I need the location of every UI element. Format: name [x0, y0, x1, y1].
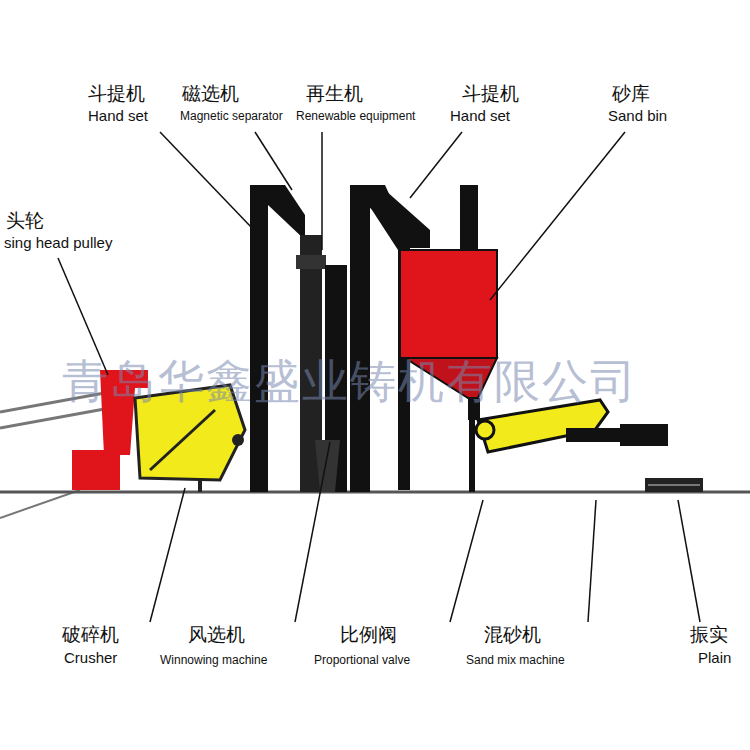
elevator-head: [385, 190, 430, 248]
leader-line: [410, 132, 462, 198]
leader-line: [678, 500, 700, 622]
part-name-zh: 斗提机: [462, 83, 519, 104]
winnowing-machine: [315, 440, 340, 492]
part-name-en: Sand mix machine: [466, 654, 565, 667]
part-name-zh: 混砂机: [484, 624, 541, 645]
part-name-zh: 斗提机: [88, 83, 145, 104]
leader-line: [150, 488, 185, 622]
leader-line: [321, 132, 323, 250]
mixer-outlet: [620, 424, 668, 446]
crusher-base: [72, 450, 120, 490]
part-name-zh: 振实: [690, 624, 728, 645]
floor-line: [0, 491, 750, 494]
mixer-column: [469, 420, 475, 492]
leader-line: [450, 500, 483, 622]
part-name-zh: 破碎机: [62, 624, 119, 645]
part-name-en: sing head pulley: [4, 235, 112, 252]
bucket-elevator: [350, 185, 370, 492]
part-name-en: Winnowing machine: [160, 654, 267, 667]
part-name-en: Plain: [698, 650, 731, 667]
crusher-leg: [198, 478, 202, 492]
leader-line: [490, 132, 625, 300]
conveyor: [0, 490, 80, 518]
part-name-en: Hand set: [88, 108, 148, 125]
elevator-head: [250, 185, 305, 240]
watermark: 青岛华鑫盛业铸机有限公司: [62, 356, 638, 407]
elevator-top: [460, 185, 478, 250]
crusher-frame: [150, 410, 215, 470]
leader-line: [160, 132, 252, 228]
leader-line: [255, 132, 292, 190]
leader-line: [588, 500, 596, 622]
vibration-table: [645, 478, 703, 492]
separator-drum: [296, 255, 326, 269]
part-name-zh: 砂库: [612, 83, 650, 104]
leader-line: [295, 442, 330, 622]
crusher-wheel: [232, 434, 244, 446]
mixer-head: [566, 428, 626, 442]
part-name-en: Sand bin: [608, 108, 667, 125]
conveyor: [0, 408, 110, 428]
part-name-zh: 磁选机: [182, 83, 239, 104]
part-name-en: Proportional valve: [314, 654, 410, 667]
part-name-en: Magnetic separator: [180, 110, 283, 123]
mixer-joint: [476, 421, 494, 439]
bucket-elevator: [250, 185, 268, 492]
part-name-zh: 头轮: [6, 210, 44, 231]
leader-lines: [58, 132, 700, 622]
part-name-en: Hand set: [450, 108, 510, 125]
part-name-zh: 再生机: [306, 83, 363, 104]
table-detail: [648, 484, 700, 486]
sand-bin: [400, 250, 497, 358]
sand-mixer: [478, 400, 608, 452]
part-name-zh: 比例阀: [340, 624, 397, 645]
part-name-zh: 风选机: [188, 624, 245, 645]
part-name-en: Renewable equipment: [296, 110, 415, 123]
part-name-en: Crusher: [64, 650, 117, 667]
